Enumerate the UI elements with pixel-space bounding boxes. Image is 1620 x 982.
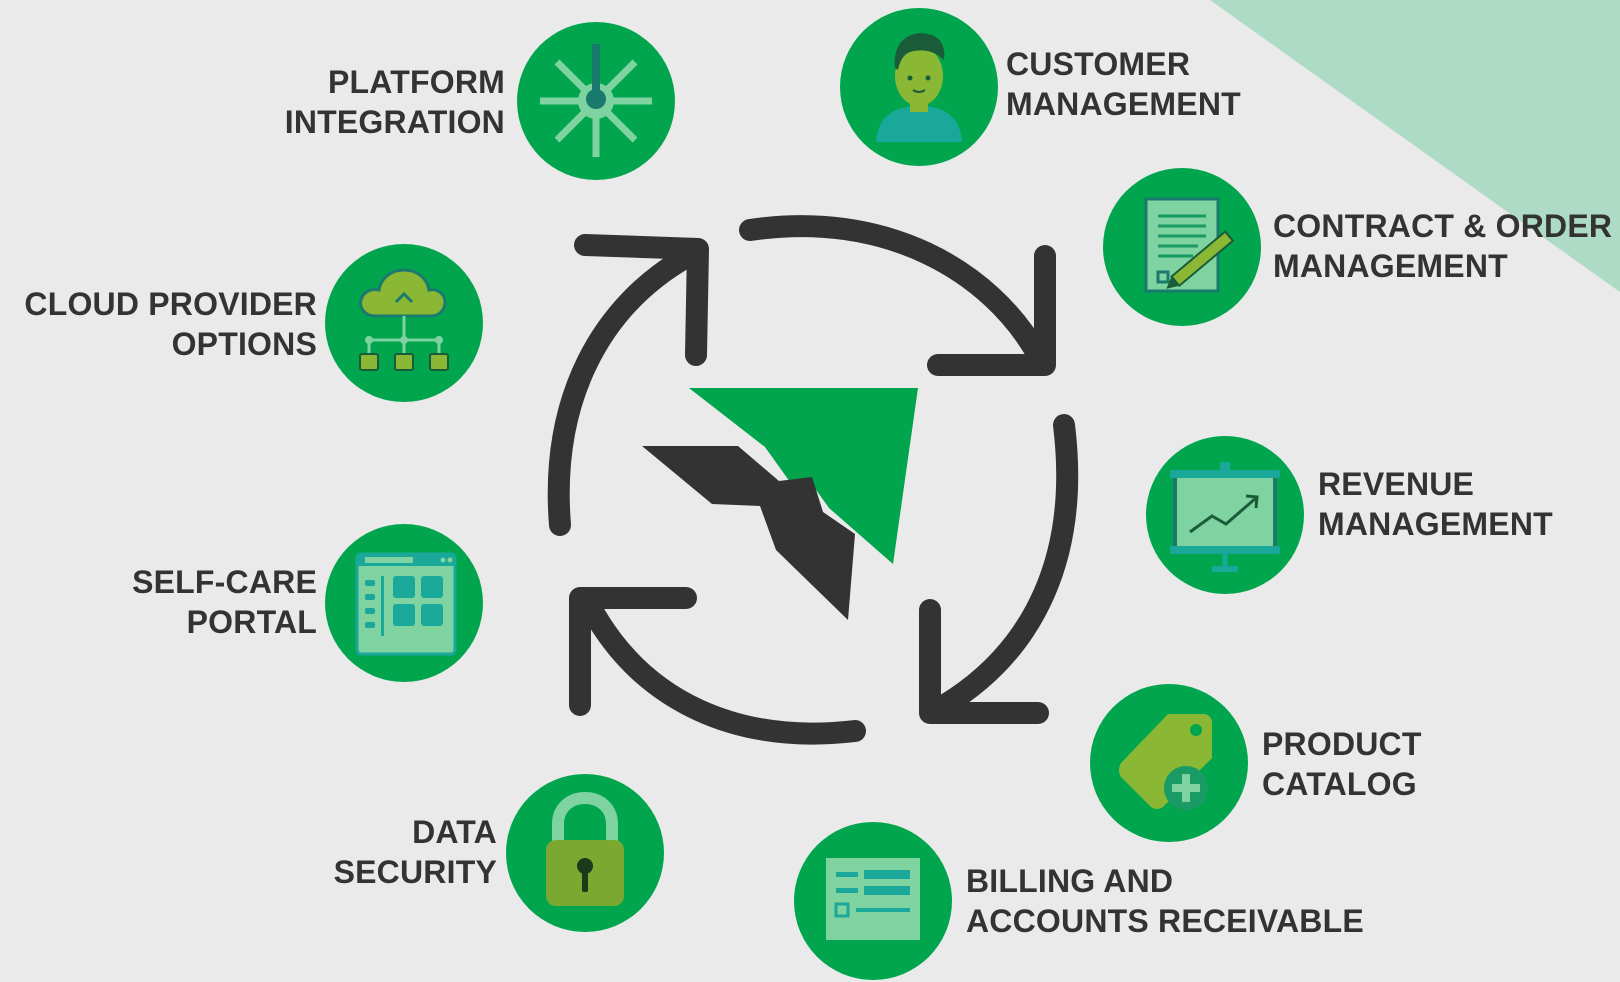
circle-self-care-portal — [325, 524, 483, 682]
label-line: MANAGEMENT — [1006, 86, 1241, 122]
label-product-catalog: PRODUCT CATALOG — [1262, 724, 1422, 804]
label-contract-order-management: CONTRACT & ORDER MANAGEMENT — [1273, 206, 1612, 286]
cycle-arrow-bottom-left — [584, 604, 866, 745]
circle-platform-integration — [517, 22, 675, 180]
network-hub-icon — [540, 44, 652, 157]
person-icon — [876, 33, 962, 142]
label-revenue-management: REVENUE MANAGEMENT — [1318, 464, 1553, 544]
browser-window-icon — [355, 552, 457, 656]
cycle-arrow-top-right — [739, 215, 1049, 366]
cycle-arrowhead-top-left — [574, 234, 709, 366]
cycle-arrowhead-top-right — [927, 245, 1056, 376]
circle-customer-management — [840, 8, 998, 166]
contract-pen-icon — [1144, 197, 1235, 293]
padlock-icon — [546, 791, 624, 906]
label-platform-integration: PLATFORM INTEGRATION — [285, 62, 505, 142]
invoice-form-icon — [826, 858, 920, 940]
label-line: BILLING AND — [966, 863, 1174, 899]
label-data-security: DATA SECURITY — [334, 812, 497, 892]
circle-billing-accounts-receivable — [794, 822, 952, 980]
label-line: OPTIONS — [171, 326, 317, 362]
label-billing-accounts-receivable: BILLING AND ACCOUNTS RECEIVABLE — [966, 861, 1364, 941]
label-line: PRODUCT — [1262, 726, 1422, 762]
circle-product-catalog — [1090, 684, 1248, 842]
label-line: CONTRACT & ORDER — [1273, 208, 1613, 244]
brand-logo-icon — [642, 388, 918, 620]
label-line: MANAGEMENT — [1318, 506, 1553, 542]
price-tag-plus-icon — [1119, 714, 1212, 810]
cycle-arrow-bottom-right — [934, 414, 1079, 716]
label-line: MANAGEMENT — [1273, 248, 1508, 284]
circle-data-security — [506, 774, 664, 932]
cycle-arrowhead-bottom-right — [919, 599, 1049, 724]
label-line: CLOUD PROVIDER — [24, 286, 317, 322]
cycle-arrow-top-left — [547, 244, 701, 536]
label-cloud-provider-options: CLOUD PROVIDER OPTIONS — [24, 284, 317, 364]
label-line: ACCOUNTS RECEIVABLE — [966, 903, 1364, 939]
label-line: INTEGRATION — [284, 104, 505, 140]
circle-cloud-provider-options — [325, 244, 483, 402]
cloud-network-icon — [359, 268, 449, 371]
label-self-care-portal: SELF-CARE PORTAL — [132, 562, 317, 642]
label-line: DATA — [412, 814, 497, 850]
circle-revenue-management — [1146, 436, 1304, 594]
label-line: CATALOG — [1262, 766, 1417, 802]
label-line: PORTAL — [186, 604, 317, 640]
cycle-arrowhead-bottom-left — [569, 587, 697, 716]
label-line: PLATFORM — [328, 64, 505, 100]
label-customer-management: CUSTOMER MANAGEMENT — [1006, 44, 1241, 124]
label-line: SELF-CARE — [132, 564, 317, 600]
presentation-chart-icon — [1170, 462, 1280, 572]
circle-contract-order-management — [1103, 168, 1261, 326]
label-line: REVENUE — [1318, 466, 1475, 502]
label-line: CUSTOMER — [1006, 46, 1191, 82]
label-line: SECURITY — [333, 854, 497, 890]
